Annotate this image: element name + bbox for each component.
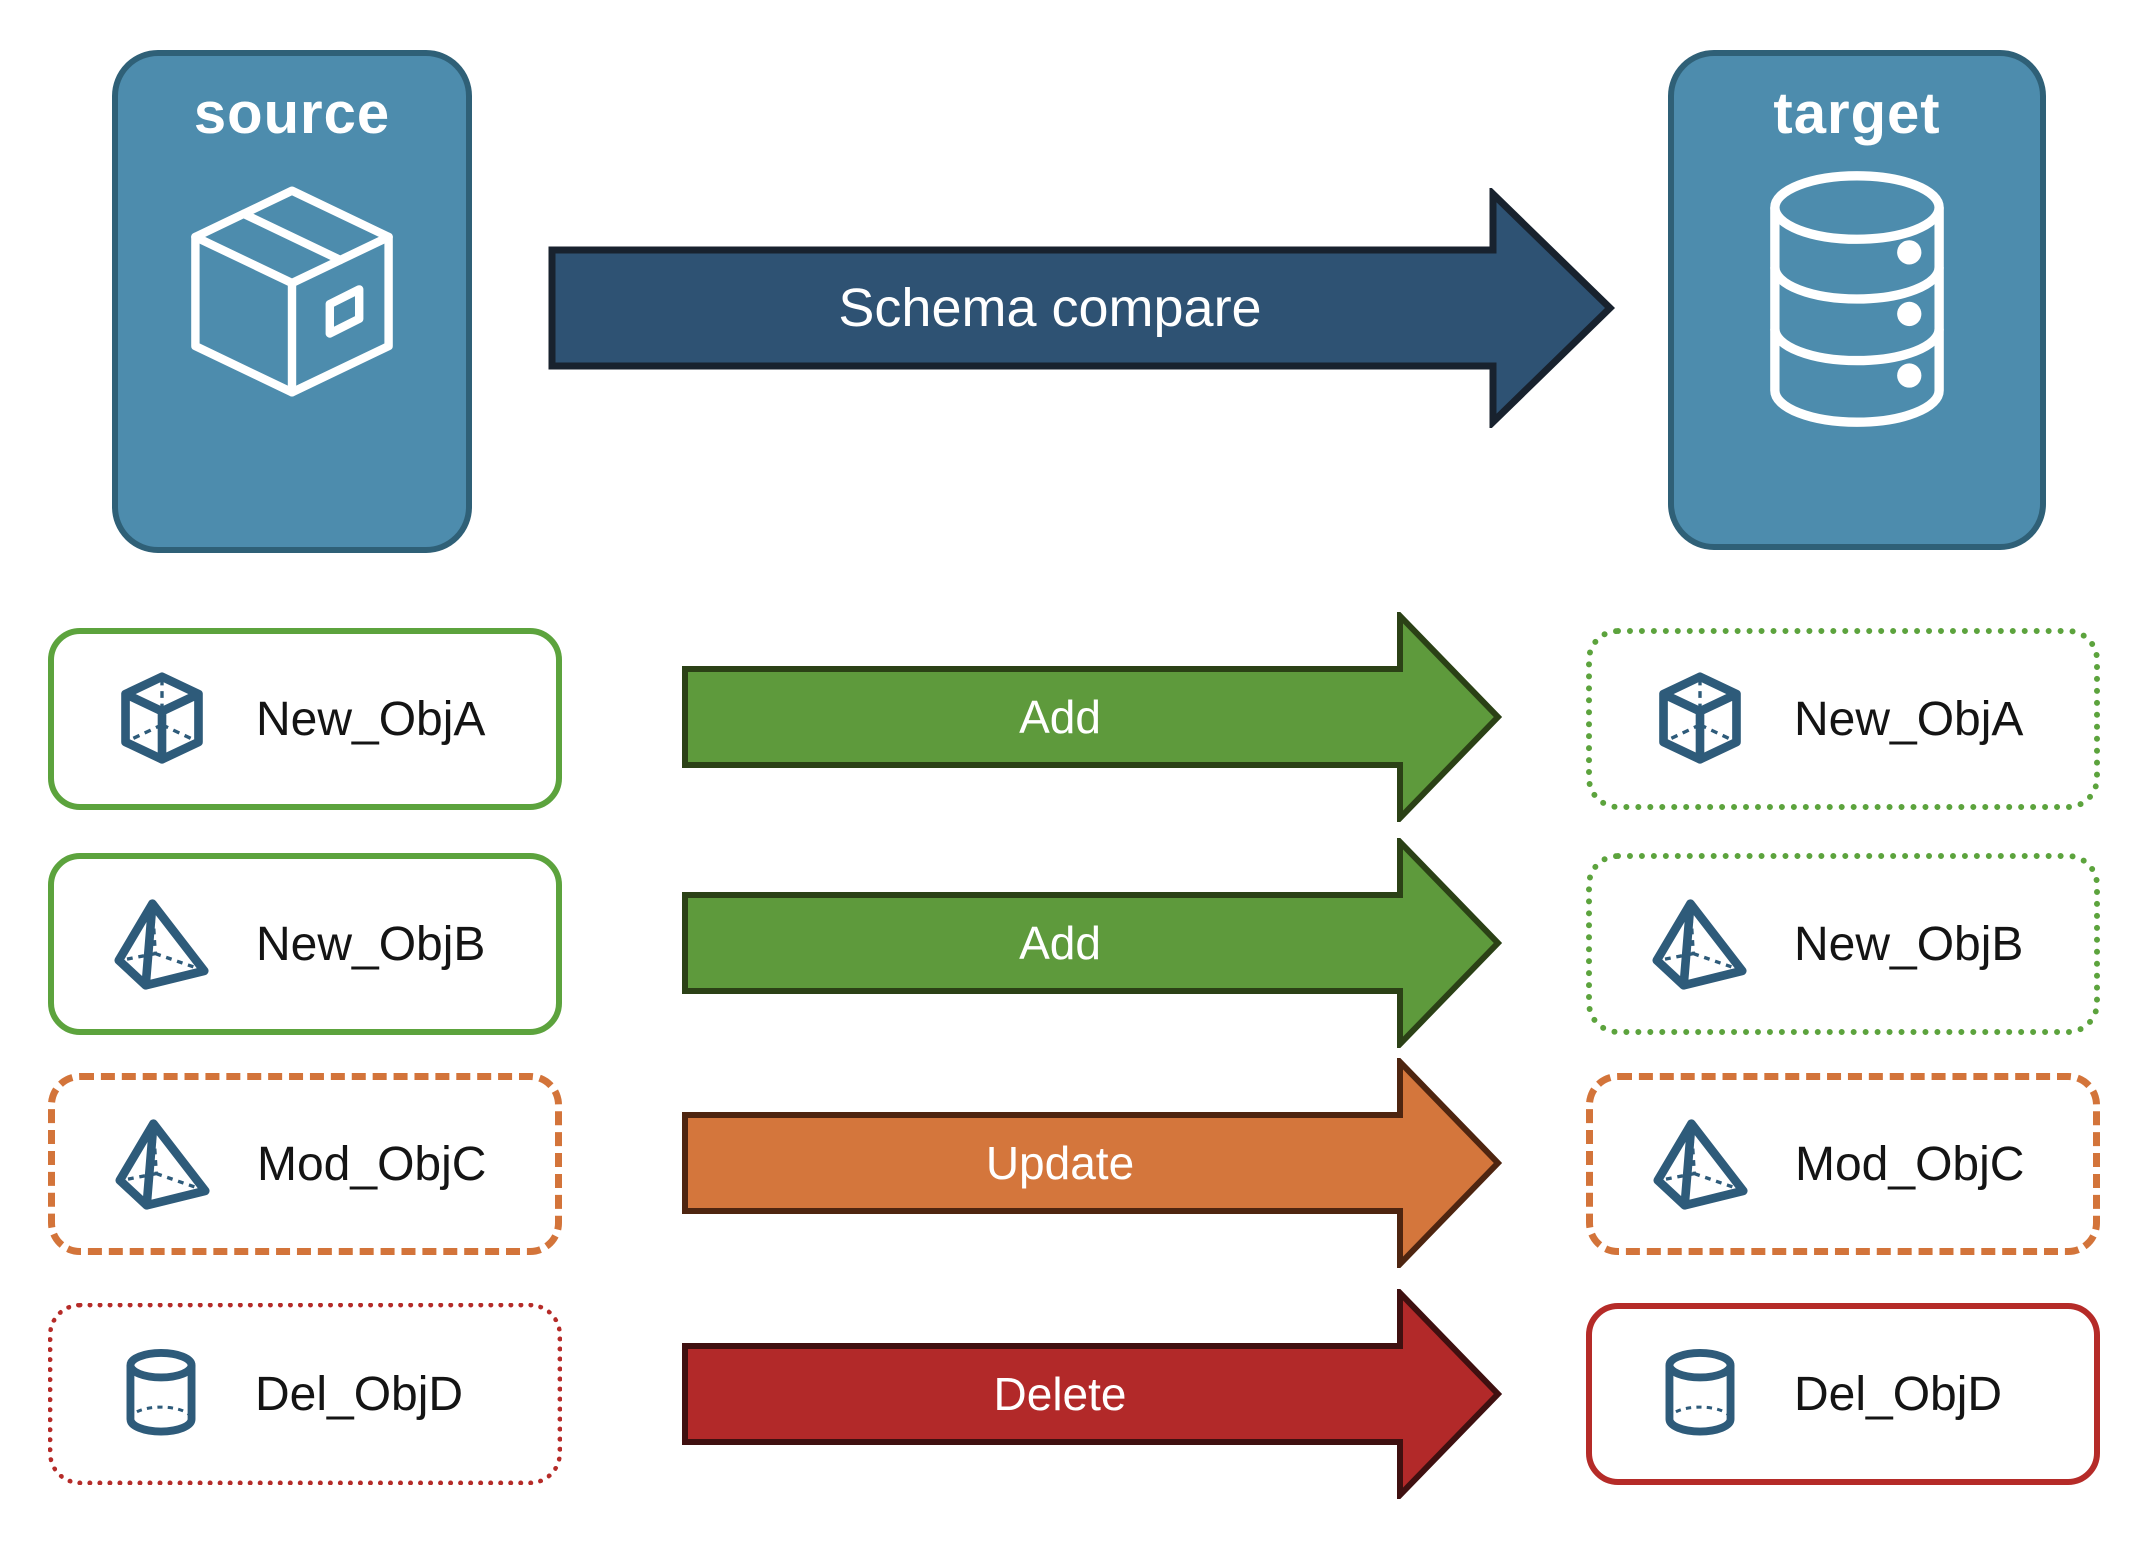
card-target-del-objd: Del_ObjD <box>1586 1303 2100 1485</box>
add-arrow-label: Add <box>1019 917 1101 969</box>
add-arrow-shape <box>682 838 1502 1048</box>
add-arrow-row-1: Add <box>682 612 1502 822</box>
update-arrow-shape <box>682 1058 1502 1268</box>
card-label: Del_ObjD <box>1794 1367 2003 1421</box>
schema-compare-arrow: Schema compare <box>548 188 1616 428</box>
schema-compare-arrow-shape <box>548 188 1616 428</box>
card-label: New_ObjA <box>256 692 486 746</box>
card-label: Mod_ObjC <box>1795 1137 2025 1191</box>
card-target-mod-objc: Mod_ObjC <box>1586 1073 2100 1255</box>
card-source-mod-objc: Mod_ObjC <box>48 1073 562 1255</box>
card-label: New_ObjB <box>1794 917 2024 971</box>
cube-icon <box>1652 671 1748 767</box>
card-label: New_ObjB <box>256 917 486 971</box>
delete-arrow-label: Delete <box>993 1368 1127 1420</box>
source-label: source <box>193 81 391 146</box>
target-box: target <box>1668 50 2046 550</box>
source-box: source <box>112 50 472 553</box>
schema-compare-label: Schema compare <box>838 278 1262 338</box>
add-arrow-label: Add <box>1019 691 1101 743</box>
cylinder-icon <box>113 1346 209 1442</box>
add-arrow-row-2: Add <box>682 838 1502 1048</box>
package-box-icon <box>166 159 418 445</box>
delete-arrow-row-4: Delete <box>682 1289 1502 1499</box>
pyramid-icon <box>1652 896 1748 992</box>
cube-icon <box>114 671 210 767</box>
delete-arrow-shape <box>682 1289 1502 1499</box>
pyramid-icon <box>114 896 210 992</box>
card-source-new-obja: New_ObjA <box>48 628 562 810</box>
add-arrow-shape <box>682 612 1502 822</box>
card-source-new-objb: New_ObjB <box>48 853 562 1035</box>
pyramid-icon <box>1653 1116 1749 1212</box>
card-source-del-objd: Del_ObjD <box>48 1303 562 1485</box>
cylinder-icon <box>1652 1346 1748 1442</box>
card-target-new-objb: New_ObjB <box>1586 853 2100 1035</box>
update-arrow-row-3: Update <box>682 1058 1502 1268</box>
card-target-new-obja: New_ObjA <box>1586 628 2100 810</box>
database-icon <box>1745 159 1969 439</box>
target-label: target <box>1773 81 1941 146</box>
card-label: Mod_ObjC <box>257 1137 487 1191</box>
update-arrow-label: Update <box>985 1137 1135 1189</box>
card-label: Del_ObjD <box>255 1367 464 1421</box>
card-label: New_ObjA <box>1794 692 2024 746</box>
pyramid-icon <box>115 1116 211 1212</box>
